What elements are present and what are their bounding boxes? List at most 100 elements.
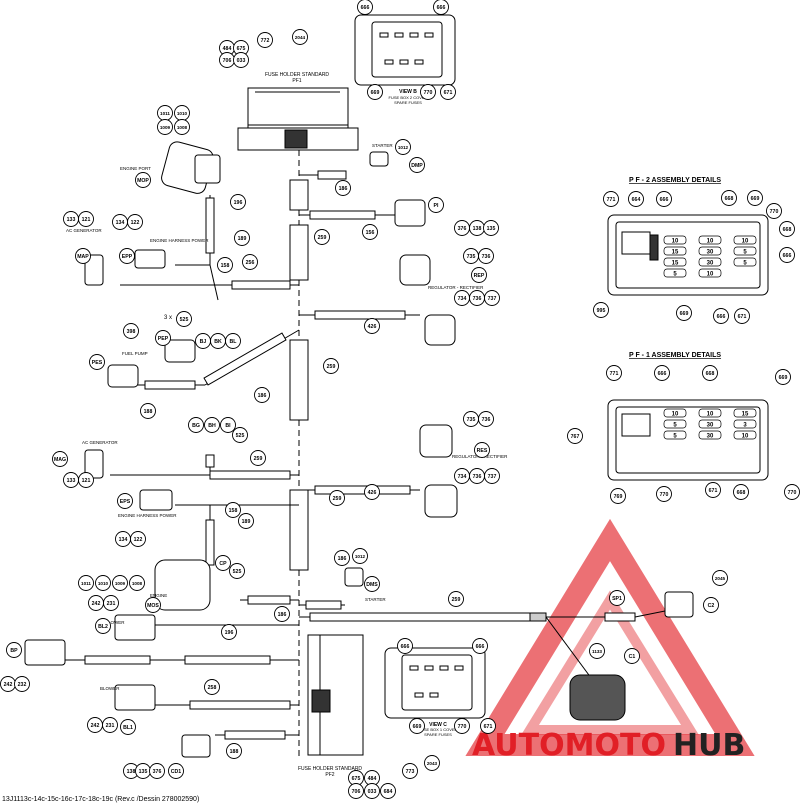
svg-text:ENGINE HARNESS POWER: ENGINE HARNESS POWER bbox=[118, 513, 177, 518]
callout-c-426-t: 426 bbox=[364, 318, 380, 334]
callout-c-736-m: 736 bbox=[478, 411, 494, 427]
pf2-title: P F - 2 ASSEMBLY DETAILS bbox=[629, 177, 721, 184]
starter-connector-bottom bbox=[344, 567, 364, 587]
callout-c-258: 258 bbox=[204, 679, 220, 695]
svg-text:734: 734 bbox=[458, 296, 467, 302]
svg-text:398: 398 bbox=[127, 329, 136, 335]
svg-text:1011: 1011 bbox=[160, 111, 170, 116]
svg-text:3 x: 3 x bbox=[164, 315, 172, 321]
svg-text:734: 734 bbox=[458, 474, 467, 480]
callout-p1-770: 770 bbox=[656, 486, 672, 502]
callout-c-735-t: 735 bbox=[463, 248, 479, 264]
fuel-pump-connector bbox=[164, 339, 196, 363]
svg-text:138: 138 bbox=[473, 226, 482, 232]
callout-p2-770: 770 bbox=[766, 203, 782, 219]
fuse-holder-pf2-id: PF2 bbox=[325, 772, 334, 778]
svg-text:30: 30 bbox=[707, 434, 714, 440]
callout-c-158-t: 158 bbox=[217, 257, 233, 273]
svg-text:121: 121 bbox=[82, 217, 91, 223]
svg-text:BLOWER: BLOWER bbox=[105, 620, 125, 625]
callout-c-186-b2: 186 bbox=[274, 606, 290, 622]
bl1-connector bbox=[114, 684, 156, 711]
callout-c-259-b: 259 bbox=[448, 591, 464, 607]
svg-text:668: 668 bbox=[737, 490, 746, 496]
svg-text:231: 231 bbox=[107, 601, 116, 607]
callout-c-121-t: 121 bbox=[78, 211, 94, 227]
svg-text:259: 259 bbox=[452, 597, 461, 603]
svg-text:669: 669 bbox=[413, 724, 422, 730]
callout-c-158-m: 158 bbox=[225, 502, 241, 518]
svg-text:186: 186 bbox=[278, 612, 287, 618]
svg-text:995: 995 bbox=[597, 308, 606, 314]
view-b-cover bbox=[354, 14, 456, 86]
svg-text:2044: 2044 bbox=[295, 35, 306, 40]
callout-c-mag: MAG bbox=[52, 451, 68, 467]
fuse-slot: 30 bbox=[698, 257, 722, 267]
fuse-slot: 30 bbox=[698, 430, 722, 440]
callout-c-671-vc: 671 bbox=[480, 718, 496, 734]
svg-text:10: 10 bbox=[672, 412, 679, 418]
fuse-holder-pf1-id: PF1 bbox=[292, 78, 301, 84]
svg-text:C1: C1 bbox=[629, 654, 636, 660]
callout-c-259-m3: 259 bbox=[329, 490, 345, 506]
svg-text:737: 737 bbox=[488, 296, 497, 302]
svg-text:376: 376 bbox=[153, 769, 162, 775]
svg-text:771: 771 bbox=[610, 371, 619, 377]
c1-connector bbox=[569, 674, 626, 721]
svg-text:259: 259 bbox=[327, 364, 336, 370]
callout-c-2045: 2045 bbox=[712, 570, 728, 586]
callout-c-epp: EPP bbox=[119, 248, 135, 264]
svg-text:BK: BK bbox=[214, 339, 222, 345]
svg-text:2045: 2045 bbox=[715, 576, 726, 581]
svg-text:186: 186 bbox=[338, 556, 347, 562]
svg-text:376: 376 bbox=[458, 226, 467, 232]
mag-connector bbox=[84, 449, 104, 479]
svg-text:668: 668 bbox=[706, 371, 715, 377]
svg-text:122: 122 bbox=[134, 537, 143, 543]
svg-text:DMS: DMS bbox=[366, 582, 378, 588]
svg-text:669: 669 bbox=[779, 375, 788, 381]
svg-text:158: 158 bbox=[229, 508, 238, 514]
svg-text:669: 669 bbox=[371, 90, 380, 96]
svg-text:769: 769 bbox=[614, 494, 623, 500]
callout-p1-769: 769 bbox=[610, 488, 626, 504]
svg-text:RES: RES bbox=[477, 448, 488, 454]
callout-p1-668: 668 bbox=[702, 365, 718, 381]
svg-text:1012: 1012 bbox=[355, 554, 366, 559]
svg-text:188: 188 bbox=[144, 409, 153, 415]
svg-text:EPS: EPS bbox=[120, 499, 131, 505]
callout-c-737-m: 737 bbox=[484, 468, 500, 484]
callout-c-259-m: 259 bbox=[323, 358, 339, 374]
svg-text:735: 735 bbox=[467, 417, 476, 423]
svg-text:426: 426 bbox=[368, 324, 377, 330]
svg-text:15: 15 bbox=[672, 250, 679, 256]
svg-text:BJ: BJ bbox=[200, 339, 207, 345]
callout-c-map: MAP bbox=[75, 248, 91, 264]
callout-p2-771: 771 bbox=[603, 191, 619, 207]
fuse-slot: 10 bbox=[698, 235, 722, 245]
svg-text:30: 30 bbox=[707, 261, 714, 267]
view-b-sub2: SPARE FUSES bbox=[394, 100, 422, 105]
svg-text:AC GENERATOR: AC GENERATOR bbox=[66, 228, 102, 233]
callout-c-666-vb2: 666 bbox=[433, 0, 449, 15]
svg-text:MOP: MOP bbox=[137, 178, 149, 184]
callout-c-669-vb: 669 bbox=[367, 84, 383, 100]
svg-text:736: 736 bbox=[473, 296, 482, 302]
callout-c-bk: BK bbox=[210, 333, 226, 349]
callout-c-196-b: 196 bbox=[221, 624, 237, 640]
svg-text:1009: 1009 bbox=[160, 125, 171, 130]
callout-c-773: 773 bbox=[402, 763, 418, 779]
callout-c-256: 256 bbox=[242, 254, 258, 270]
svg-text:242: 242 bbox=[92, 601, 101, 607]
svg-text:133: 133 bbox=[67, 217, 76, 223]
svg-text:MAG: MAG bbox=[54, 457, 66, 463]
map-connector bbox=[84, 254, 104, 286]
svg-text:MOS: MOS bbox=[147, 603, 159, 609]
svg-text:736: 736 bbox=[473, 474, 482, 480]
callout-p2-671: 671 bbox=[734, 308, 750, 324]
svg-text:1008: 1008 bbox=[177, 125, 188, 130]
svg-text:1133: 1133 bbox=[592, 649, 602, 654]
svg-text:BL2: BL2 bbox=[98, 624, 108, 630]
svg-text:770: 770 bbox=[788, 490, 797, 496]
